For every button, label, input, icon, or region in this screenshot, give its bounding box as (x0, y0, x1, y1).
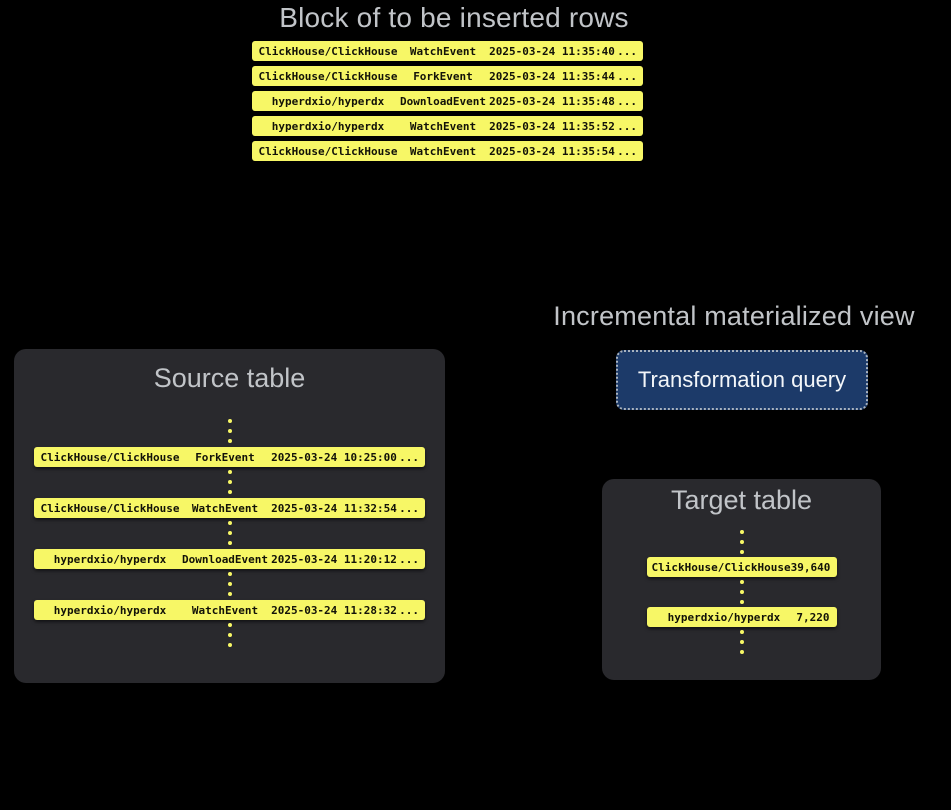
table-row: ClickHouse/ClickHouse WatchEvent 2025-03… (34, 498, 425, 518)
aggregate-row: ClickHouse/ClickHouse 39,640 (646, 557, 837, 577)
row-repo: hyperdxio/hyperdx (667, 610, 781, 624)
dotted-connector (227, 419, 232, 443)
row-count: 7,220 (796, 610, 830, 624)
target-table-panel: Target table ClickHouse/ClickHouse 39,64… (602, 479, 881, 680)
table-row: ClickHouse/ClickHouse WatchEvent 2025-03… (252, 41, 643, 61)
row-ellipsis: ... (617, 94, 637, 108)
row-timestamp: 2025-03-24 10:25:00 (271, 450, 397, 464)
row-timestamp: 2025-03-24 11:35:52 (489, 119, 615, 133)
target-table-rows: ClickHouse/ClickHouse 39,640 hyperdxio/h… (646, 527, 837, 627)
dotted-connector (739, 530, 744, 554)
row-ellipsis: ... (399, 501, 419, 515)
table-row: ClickHouse/ClickHouse ForkEvent 2025-03-… (34, 447, 425, 467)
row-repo: hyperdxio/hyperdx (53, 603, 167, 617)
row-timestamp: 2025-03-24 11:35:44 (489, 69, 615, 83)
table-row: hyperdxio/hyperdx WatchEvent 2025-03-24 … (252, 116, 643, 136)
dotted-connector (227, 521, 232, 545)
target-table-title: Target table (670, 485, 813, 515)
row-repo: ClickHouse/ClickHouse (651, 560, 791, 574)
row-timestamp: 2025-03-24 11:35:48 (489, 94, 615, 108)
row-ellipsis: ... (399, 603, 419, 617)
row-timestamp: 2025-03-24 11:35:54 (489, 144, 615, 158)
dotted-connector (227, 470, 232, 494)
insert-block-rows: ClickHouse/ClickHouse WatchEvent 2025-03… (252, 41, 643, 166)
row-event: WatchEvent (409, 44, 477, 58)
dotted-connector (227, 572, 232, 596)
dotted-connector (739, 630, 744, 654)
row-repo: ClickHouse/ClickHouse (258, 69, 398, 83)
row-repo: hyperdxio/hyperdx (53, 552, 167, 566)
source-table-panel: Source table ClickHouse/ClickHouse ForkE… (14, 349, 445, 683)
table-row: ClickHouse/ClickHouse WatchEvent 2025-03… (252, 141, 643, 161)
row-event: WatchEvent (191, 603, 259, 617)
row-count: 39,640 (790, 560, 831, 574)
table-row: hyperdxio/hyperdx DownloadEvent 2025-03-… (252, 91, 643, 111)
row-ellipsis: ... (617, 119, 637, 133)
materialized-view-title: Incremental materialized view (553, 301, 915, 331)
row-repo: ClickHouse/ClickHouse (40, 501, 180, 515)
row-timestamp: 2025-03-24 11:20:12 (271, 552, 397, 566)
aggregate-row: hyperdxio/hyperdx 7,220 (646, 607, 837, 627)
source-table-rows: ClickHouse/ClickHouse ForkEvent 2025-03-… (34, 416, 425, 620)
row-ellipsis: ... (617, 69, 637, 83)
row-timestamp: 2025-03-24 11:28:32 (271, 603, 397, 617)
row-event: WatchEvent (191, 501, 259, 515)
row-event: WatchEvent (409, 119, 477, 133)
table-row: hyperdxio/hyperdx DownloadEvent 2025-03-… (34, 549, 425, 569)
table-row: hyperdxio/hyperdx WatchEvent 2025-03-24 … (34, 600, 425, 620)
source-table-title: Source table (153, 363, 306, 393)
row-repo: ClickHouse/ClickHouse (40, 450, 180, 464)
row-event: ForkEvent (195, 450, 255, 464)
row-ellipsis: ... (399, 450, 419, 464)
row-ellipsis: ... (617, 44, 637, 58)
row-event: DownloadEvent (181, 552, 269, 566)
transformation-query-button: Transformation query (616, 350, 868, 410)
row-event: WatchEvent (409, 144, 477, 158)
row-repo: ClickHouse/ClickHouse (258, 144, 398, 158)
dotted-connector (227, 623, 232, 647)
insert-block-title: Block of to be inserted rows (279, 2, 629, 33)
row-repo: hyperdxio/hyperdx (271, 94, 385, 108)
row-event: DownloadEvent (399, 94, 487, 108)
row-repo: ClickHouse/ClickHouse (258, 44, 398, 58)
row-repo: hyperdxio/hyperdx (271, 119, 385, 133)
row-ellipsis: ... (617, 144, 637, 158)
row-timestamp: 2025-03-24 11:35:40 (489, 44, 615, 58)
dotted-connector (739, 580, 744, 604)
row-event: ForkEvent (413, 69, 473, 83)
table-row: ClickHouse/ClickHouse ForkEvent 2025-03-… (252, 66, 643, 86)
row-timestamp: 2025-03-24 11:32:54 (271, 501, 397, 515)
row-ellipsis: ... (399, 552, 419, 566)
